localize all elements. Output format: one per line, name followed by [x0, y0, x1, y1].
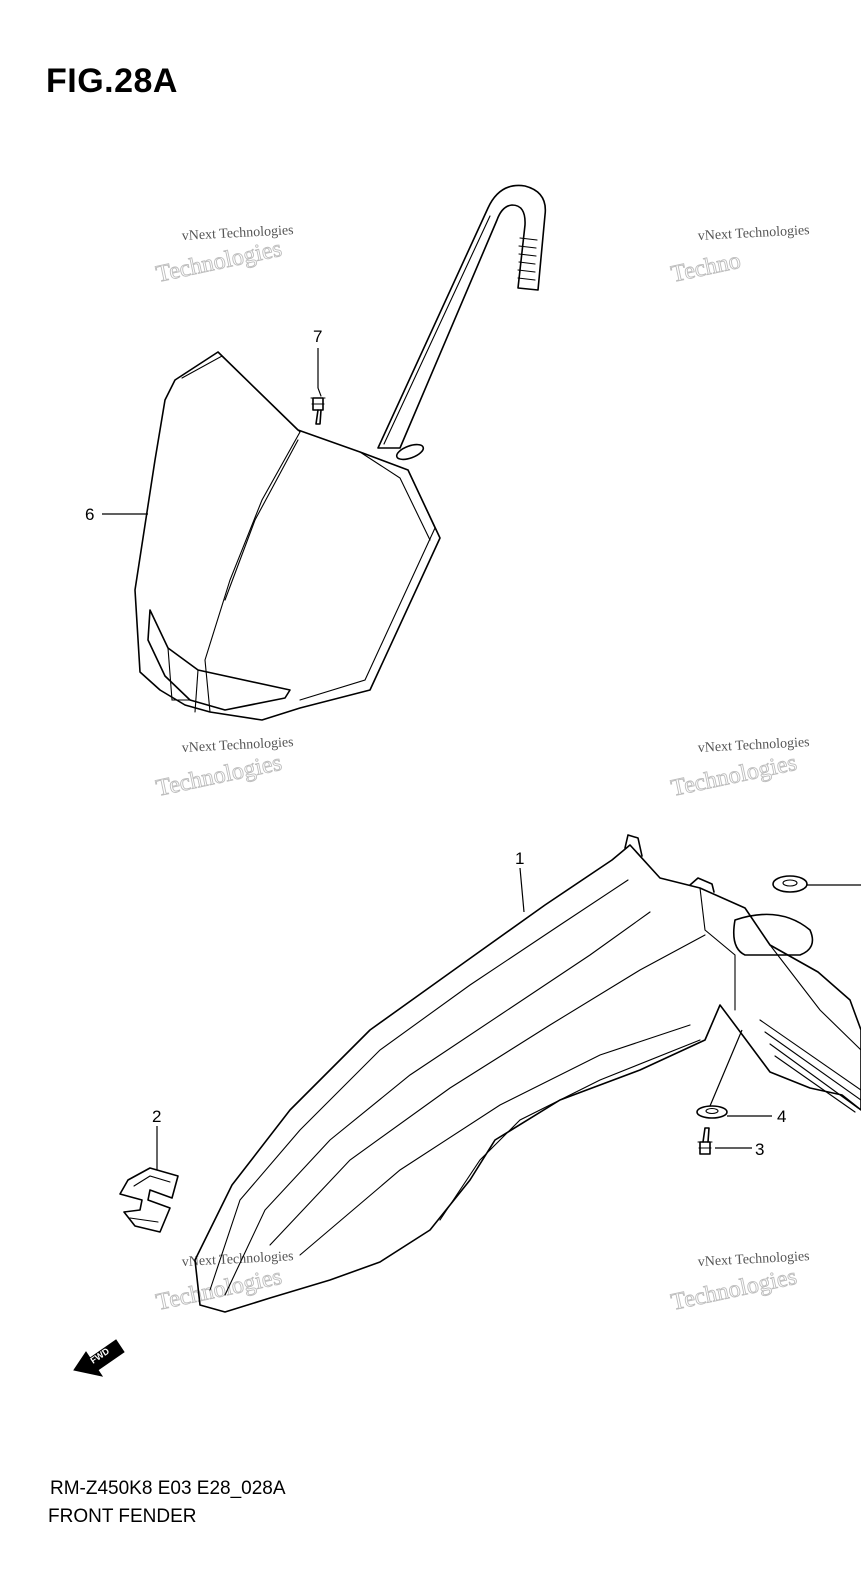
fwd-arrow-icon: FWD — [73, 1339, 125, 1377]
svg-text:Technologies: Technologies — [154, 236, 284, 288]
svg-text:Technologies: Technologies — [154, 750, 284, 802]
callout-3: 3 — [755, 1140, 764, 1159]
callout-7: 7 — [313, 327, 322, 346]
watermark-top-left: vNext Technologies Technologies — [153, 223, 294, 288]
front-fender-part — [194, 834, 861, 1313]
figure-title: FIG.28A — [46, 62, 178, 100]
svg-text:Technologies: Technologies — [154, 1264, 284, 1316]
watermark-bottom-right: vNext Technologies Technologies — [668, 1249, 810, 1316]
bolt-part-7 — [310, 387, 326, 425]
svg-text:Technologies: Technologies — [669, 1264, 799, 1316]
svg-text:vNext Technologies: vNext Technologies — [697, 1249, 810, 1270]
svg-text:vNext Technologies: vNext Technologies — [181, 223, 294, 244]
svg-text:vNext Technologies: vNext Technologies — [697, 735, 810, 756]
callout-6: 6 — [85, 505, 94, 524]
model-code: RM-Z450K8 E03 E28_028A — [50, 1478, 286, 1499]
section-name: FRONT FENDER — [48, 1506, 197, 1527]
washer-part-4-lower — [696, 1105, 728, 1119]
emblem-decal-part — [119, 1167, 179, 1233]
callout-1: 1 — [515, 849, 524, 868]
callout-4: 4 — [777, 1107, 786, 1126]
callout-2: 2 — [152, 1107, 161, 1126]
leader-lines — [102, 348, 861, 1170]
watermark-mid-right: vNext Technologies Technologies — [668, 735, 810, 802]
watermark-mid-left: vNext Technologies Technologies — [153, 735, 294, 802]
washer-part-4-upper — [772, 875, 808, 893]
svg-text:vNext Technologies: vNext Technologies — [181, 1249, 294, 1270]
bolt-part-3 — [697, 1127, 713, 1155]
svg-text:Technologies: Technologies — [669, 750, 799, 802]
watermark-top-right: vNext Technologies Techno — [668, 223, 810, 288]
number-plate-part — [134, 184, 547, 721]
svg-text:vNext Technologies: vNext Technologies — [181, 735, 294, 756]
svg-text:vNext Technologies: vNext Technologies — [697, 223, 810, 244]
watermark-bottom-left: vNext Technologies Technologies — [153, 1249, 294, 1316]
svg-text:Techno: Techno — [669, 248, 743, 288]
